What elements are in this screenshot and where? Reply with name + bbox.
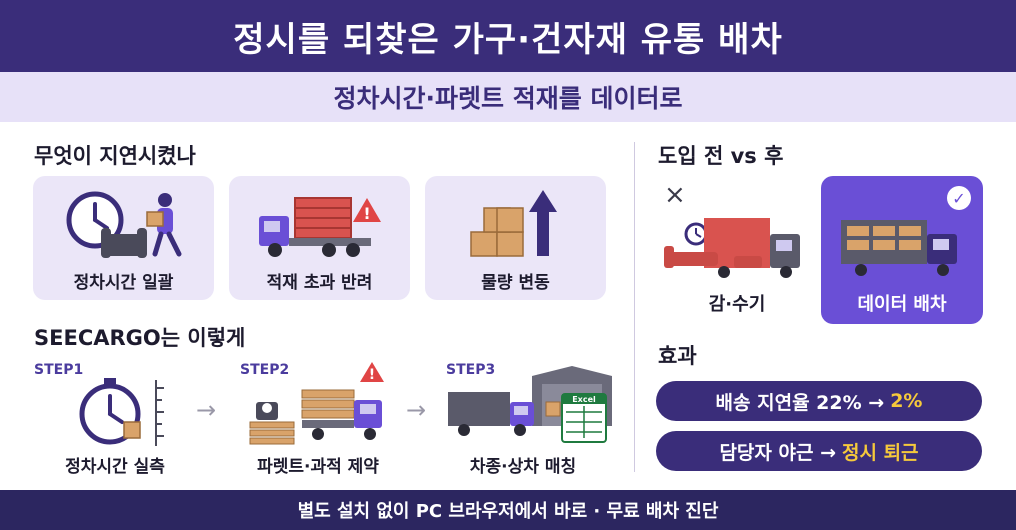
subheader-banner: 정차시간·파렛트 적재를 데이터로 — [0, 72, 1016, 122]
cause-card-stop-time: 정차시간 일괄 — [33, 176, 214, 300]
truck-warehouse-excel-icon: Excel — [448, 366, 612, 443]
cause-card-volume: 물량 변동 — [425, 176, 606, 300]
header-banner: 정시를 되찾은 가구·건자재 유통 배차 — [0, 0, 1016, 72]
step-caption: 정차시간 실측 — [65, 457, 165, 477]
causes-title: 무엇이 지연시켰나 — [34, 144, 196, 168]
after-card: ✓ 데이터 배차 — [821, 176, 983, 324]
footer-banner: 별도 설치 없이 PC 브라우저에서 바로 · 무료 배차 진단 — [0, 490, 1016, 530]
effect-highlight: 2% — [890, 390, 923, 412]
cause-card-overload: ! 적재 초과 반려 — [229, 176, 410, 300]
effect-prefix: 담당자 야근 → — [719, 441, 836, 464]
effects-title: 효과 — [658, 344, 697, 368]
svg-text:!: ! — [363, 204, 370, 223]
step-arrow-icon: → — [406, 396, 427, 424]
effect-highlight: 정시 퇴근 — [842, 441, 919, 464]
step-caption: 차종·상차 매칭 — [469, 457, 577, 477]
footer-text: 별도 설치 없이 PC 브라우저에서 바로 · 무료 배차 진단 — [297, 501, 719, 522]
effect-prefix: 배송 지연율 22% → — [715, 391, 885, 414]
manual-truck-icon — [664, 218, 800, 278]
step-caption: 파렛트·과적 제약 — [257, 457, 379, 477]
compare-title: 도입 전 vs 후 — [658, 144, 784, 168]
cause-label: 정차시간 일괄 — [73, 273, 174, 293]
page-title: 정시를 되찾은 가구·건자재 유통 배차 — [233, 19, 783, 60]
steps-title: SEECARGO는 이렇게 — [34, 326, 246, 350]
pallet-scale-truck-icon: ! — [249, 362, 384, 445]
step-number: STEP3 — [446, 362, 496, 378]
excel-text: Excel — [572, 395, 596, 404]
section-divider — [634, 142, 635, 472]
boxes-rising-arrow-icon — [470, 190, 557, 257]
cause-label: 물량 변동 — [481, 273, 550, 293]
close-icon: × — [664, 180, 686, 210]
page-subtitle: 정차시간·파렛트 적재를 데이터로 — [333, 84, 683, 113]
effect-pill-delay: 배송 지연율 22% → 2% — [656, 381, 982, 421]
data-truck-icon — [841, 220, 957, 276]
before-label: 감·수기 — [708, 294, 766, 315]
effect-pill-overtime: 담당자 야근 → 정시 퇴근 — [656, 431, 982, 471]
after-label: 데이터 배차 — [857, 294, 947, 315]
svg-text:!: ! — [369, 367, 375, 383]
step-number: STEP2 — [240, 362, 290, 378]
overloaded-truck-warning-icon: ! — [259, 197, 381, 257]
clock-furniture-mover-icon — [66, 191, 182, 258]
step-number: STEP1 — [34, 362, 84, 378]
check-icon: ✓ — [947, 186, 971, 210]
cause-label: 적재 초과 반려 — [266, 273, 373, 293]
step-arrow-icon: → — [196, 396, 217, 424]
stopwatch-ruler-icon — [79, 378, 164, 446]
